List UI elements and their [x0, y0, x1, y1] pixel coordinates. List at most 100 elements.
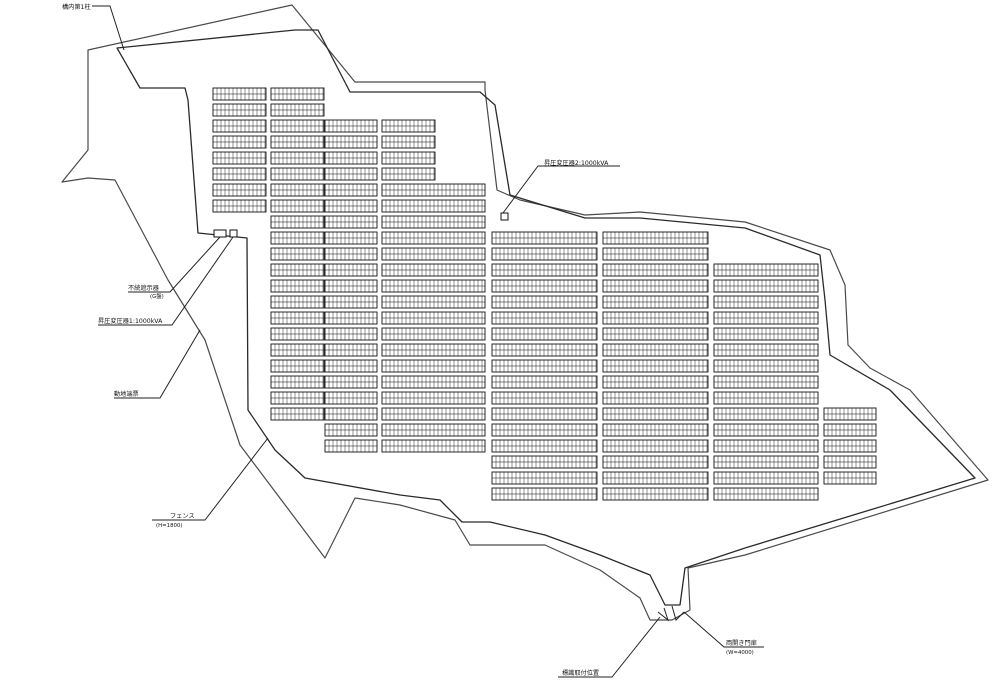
- panel-block: [212, 199, 267, 213]
- panel-block: [381, 343, 486, 357]
- panel-block: [713, 295, 819, 309]
- panel-block: [270, 87, 325, 101]
- panel-block: [491, 407, 598, 421]
- panel-block: [270, 311, 325, 325]
- panel-block: [713, 391, 819, 405]
- panel-block: [270, 327, 325, 341]
- panel-block: [491, 295, 598, 309]
- panel-block: [381, 183, 486, 197]
- panel-block: [602, 455, 709, 469]
- panel-block: [212, 183, 267, 197]
- panel-block: [491, 263, 598, 277]
- panel-block: [713, 279, 819, 293]
- panel-block: [324, 215, 378, 229]
- panel-block: [602, 343, 709, 357]
- panel-block: [270, 231, 325, 245]
- panel-block: [491, 359, 598, 373]
- property-boundary: [61, 4, 989, 621]
- panel-block: [823, 423, 877, 437]
- panel-block: [324, 343, 378, 357]
- panel-block: [324, 167, 378, 181]
- panel-block: [713, 263, 819, 277]
- panel-block: [713, 487, 819, 501]
- panel-block: [823, 439, 877, 453]
- panel-block: [324, 375, 378, 389]
- panel-block: [270, 183, 325, 197]
- panel-block: [324, 135, 378, 149]
- label-pole: 構内第1柱: [62, 3, 91, 11]
- panel-block: [324, 119, 378, 133]
- panel-block: [381, 359, 486, 373]
- panel-block: [381, 423, 486, 437]
- panel-block: [324, 391, 378, 405]
- panel-block: [491, 471, 598, 485]
- label-weather-panel: 不続遮示器: [128, 284, 160, 292]
- panel-block: [713, 423, 819, 437]
- panel-block: [212, 103, 267, 117]
- panel-block: [602, 295, 709, 309]
- panel-block: [491, 279, 598, 293]
- panel-block: [212, 135, 267, 149]
- panel-block: [381, 311, 486, 325]
- panel-block: [381, 135, 436, 149]
- panel-block: [713, 359, 819, 373]
- panel-block: [491, 375, 598, 389]
- panel-block: [602, 391, 709, 405]
- panel-block: [270, 343, 325, 357]
- label-meter: 動地端票: [114, 390, 139, 398]
- transformer-2-box: [500, 212, 509, 221]
- label-transformer-1: 昇圧変圧器1:1000kVA: [98, 317, 163, 325]
- panel-block: [381, 119, 436, 133]
- panel-block: [381, 279, 486, 293]
- panel-block: [270, 199, 325, 213]
- panel-block: [381, 407, 486, 421]
- panel-block: [324, 247, 378, 261]
- panel-block: [212, 167, 267, 181]
- panel-block: [491, 343, 598, 357]
- panel-block: [491, 487, 598, 501]
- leader-gate: [683, 611, 764, 648]
- panel-block: [713, 471, 819, 485]
- label-weather-panel-sub: (G盤): [150, 292, 164, 300]
- leader-weather-panel: [128, 236, 221, 293]
- leader-transformer-2: [502, 165, 620, 214]
- panel-block: [270, 391, 325, 405]
- panel-block: [324, 263, 378, 277]
- panel-block: [713, 407, 819, 421]
- panel-block: [324, 311, 378, 325]
- panel-block: [270, 295, 325, 309]
- panel-block: [324, 359, 378, 373]
- panel-block: [713, 375, 819, 389]
- solar-panel-array: [212, 87, 877, 501]
- panel-block: [324, 327, 378, 341]
- panel-block: [270, 215, 325, 229]
- panel-block: [491, 455, 598, 469]
- label-fence: フェンス: [170, 513, 195, 520]
- panel-block: [602, 327, 709, 341]
- label-gate-sub: (W=4000): [726, 650, 754, 656]
- panel-block: [270, 263, 325, 277]
- panel-block: [270, 407, 325, 421]
- panel-block: [381, 199, 486, 213]
- panel-block: [823, 407, 877, 421]
- panel-block: [491, 231, 598, 245]
- panel-block: [270, 151, 325, 165]
- panel-block: [602, 375, 709, 389]
- leader-meter: [114, 329, 201, 399]
- panel-block: [381, 391, 486, 405]
- panel-block: [823, 455, 877, 469]
- panel-block: [491, 423, 598, 437]
- panel-block: [381, 327, 486, 341]
- gate-symbol: [657, 605, 685, 622]
- panel-block: [713, 439, 819, 453]
- panel-block: [823, 471, 877, 485]
- panel-block: [713, 311, 819, 325]
- panel-block: [381, 215, 486, 229]
- panel-block: [270, 135, 325, 149]
- panel-block: [324, 199, 378, 213]
- panel-block: [324, 279, 378, 293]
- transformer-1-box: [229, 229, 238, 238]
- panel-block: [602, 471, 709, 485]
- leader-fence: [152, 437, 269, 521]
